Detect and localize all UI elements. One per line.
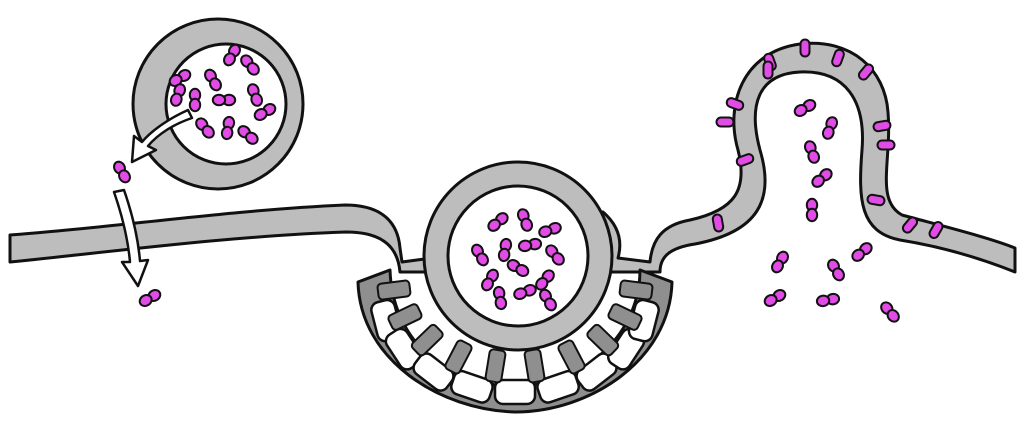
surface-protein bbox=[873, 120, 891, 132]
molecule bbox=[770, 250, 790, 275]
coat-spacer bbox=[485, 349, 506, 383]
coat-spacer bbox=[524, 349, 545, 383]
surface-protein bbox=[878, 141, 895, 150]
molecule bbox=[793, 98, 818, 118]
molecule bbox=[112, 160, 132, 185]
surface-protein bbox=[867, 194, 885, 206]
coated-vesicle-lumen bbox=[448, 186, 588, 326]
molecule bbox=[190, 89, 200, 111]
molecule bbox=[850, 241, 874, 263]
coat-spacer bbox=[410, 323, 444, 357]
surface-protein bbox=[717, 118, 734, 127]
molecule bbox=[816, 293, 840, 307]
molecule bbox=[807, 199, 817, 221]
molecule bbox=[213, 95, 235, 105]
molecule bbox=[810, 167, 834, 189]
coat-spacer bbox=[557, 339, 586, 375]
coated-vesicle bbox=[424, 162, 612, 350]
coat-spacer bbox=[444, 339, 473, 375]
vesicle-top-left bbox=[133, 19, 303, 189]
molecule bbox=[879, 300, 901, 324]
molecule bbox=[803, 140, 820, 165]
molecule bbox=[138, 288, 163, 308]
molecule bbox=[821, 116, 838, 141]
coat-cell bbox=[495, 380, 535, 404]
molecule bbox=[826, 258, 846, 283]
coat-spacer bbox=[377, 280, 411, 300]
surface-protein bbox=[712, 214, 724, 232]
coat-spacer bbox=[586, 323, 620, 357]
coat-spacer bbox=[619, 280, 653, 300]
surface-protein bbox=[764, 62, 773, 79]
surface-protein bbox=[801, 40, 810, 57]
molecule bbox=[763, 288, 788, 308]
